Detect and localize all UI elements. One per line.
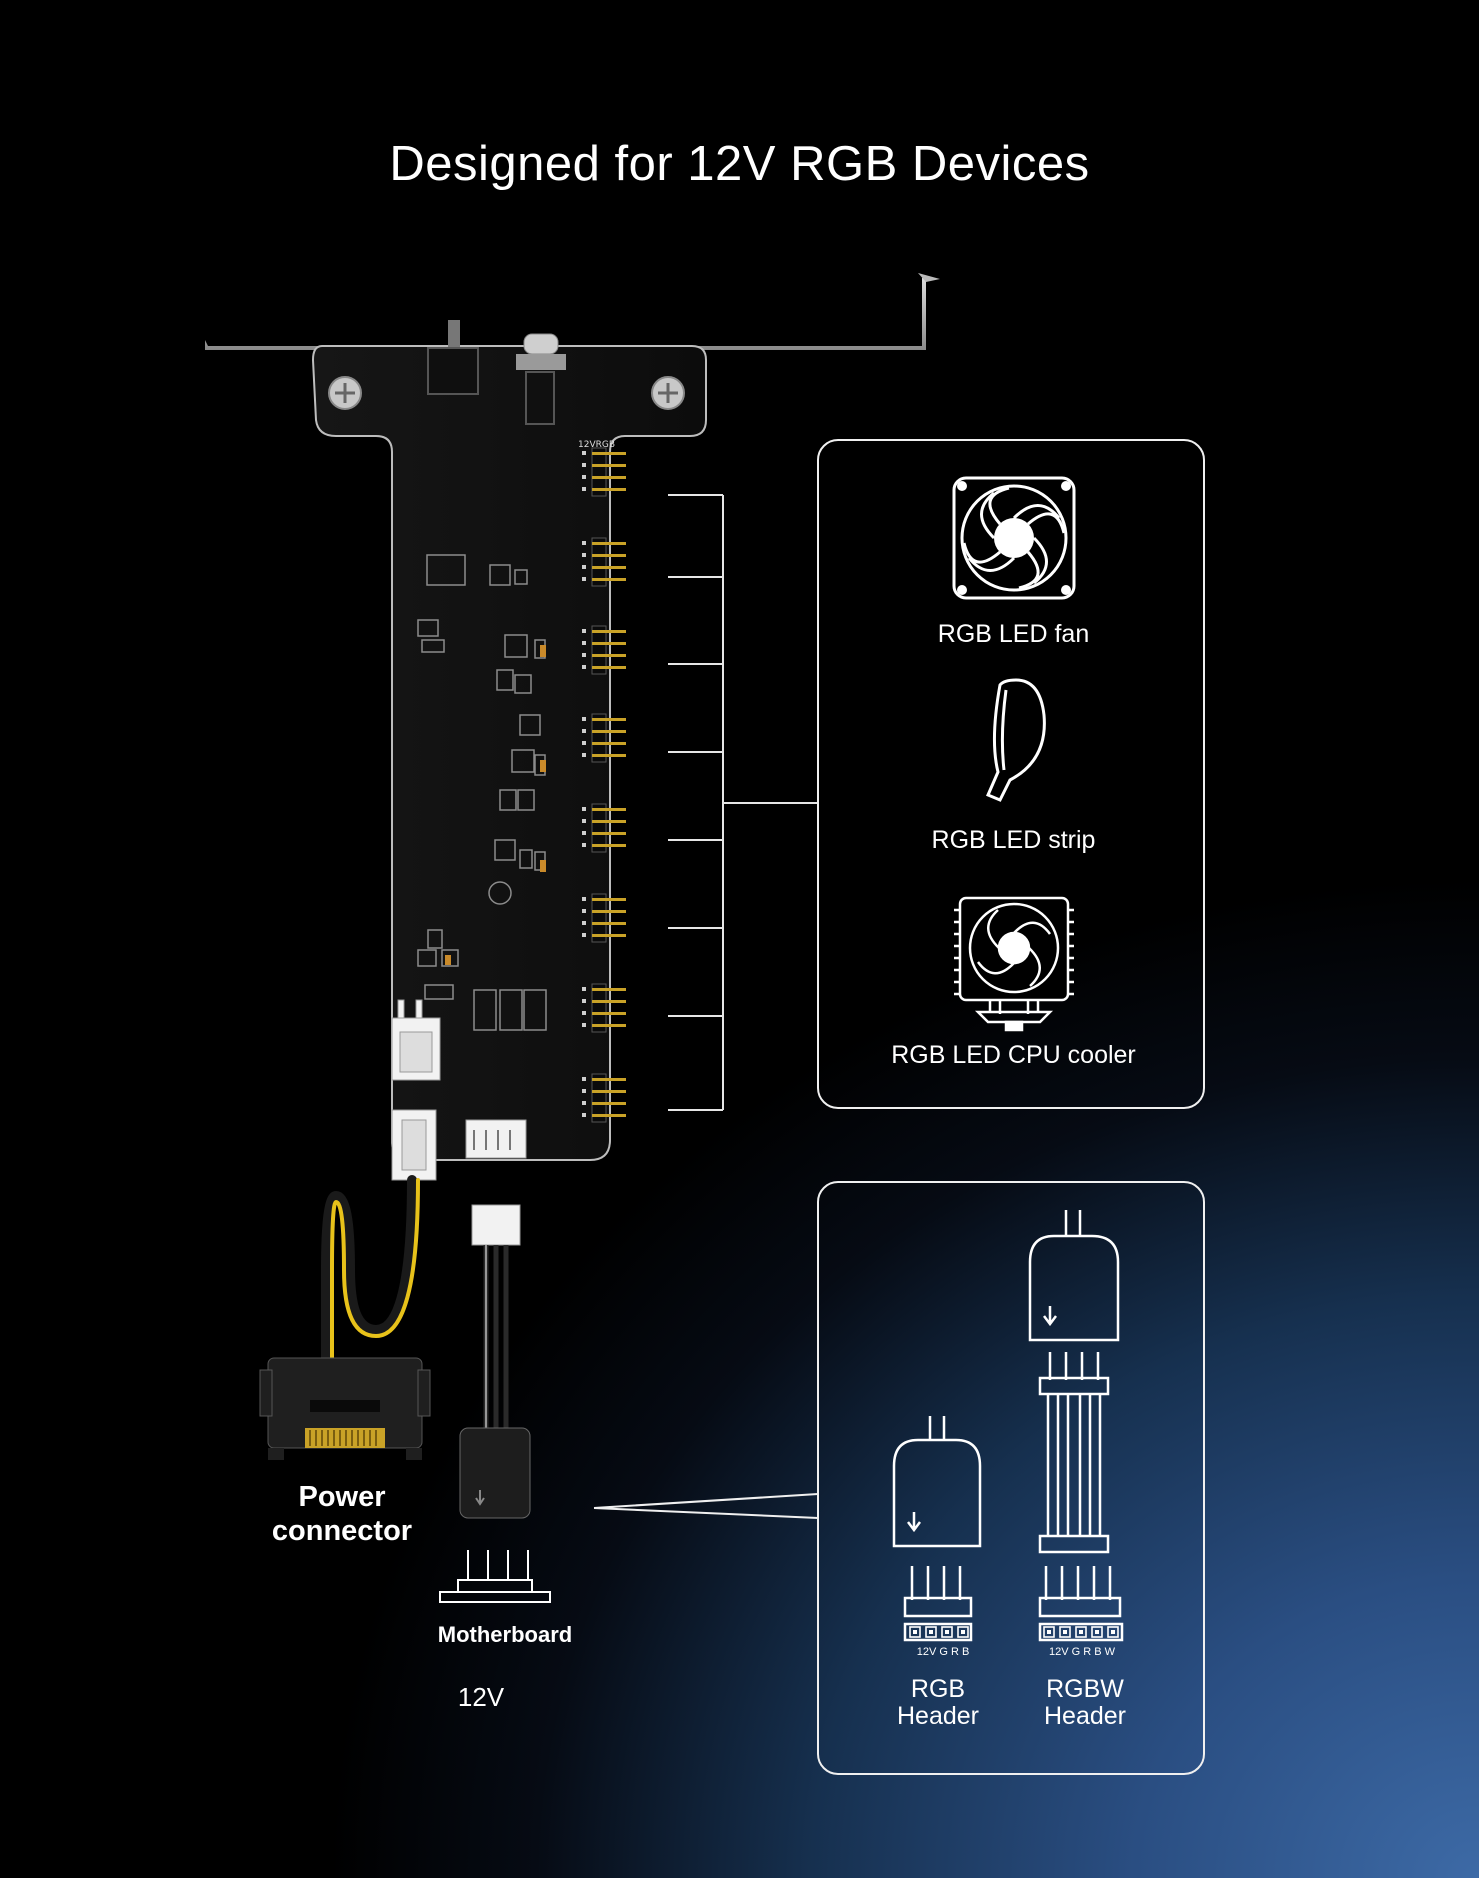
rgb-header-label: RGB Header (876, 1676, 1000, 1730)
device-label-strip: RGB LED strip (931, 826, 1096, 854)
rgb-pin-labels: 12V G R B (916, 1646, 970, 1658)
devices-panel (817, 439, 1205, 1109)
output-header (582, 447, 626, 497)
output-header (582, 537, 626, 587)
power-connector-label-line2: connector (271, 1515, 413, 1547)
pcb-board (311, 345, 707, 1161)
rgb-led-fan-icon (952, 476, 1076, 600)
motherboard-label: Motherboard (437, 1622, 573, 1647)
pcie-bracket (205, 273, 940, 350)
screw-icon (651, 376, 685, 410)
output-header (582, 803, 626, 853)
header-connection-lines (668, 494, 818, 1111)
device-label-fan: RGB LED fan (937, 620, 1090, 648)
screw-icon (328, 376, 362, 410)
output-header (582, 983, 626, 1033)
output-header (582, 893, 626, 943)
rgbw-pin-labels: 12V G R B W (1048, 1646, 1116, 1658)
sata-power-connector-icon (259, 1357, 431, 1460)
rgb-output-headers (582, 447, 626, 1123)
rgbw-header-label-line2: Header (1044, 1702, 1126, 1730)
power-connector-label: Power connector (250, 1480, 434, 1548)
header-panel-pointer (593, 1493, 819, 1519)
rgb-led-strip-icon (986, 678, 1046, 802)
rgbw-header-icon (1028, 1210, 1124, 1642)
silkscreen-label: 12VRGB (578, 440, 615, 450)
output-header (582, 1073, 626, 1123)
page-title: Designed for 12V RGB Devices (389, 137, 1090, 191)
power-connector-label-line1: Power (298, 1481, 386, 1513)
rgbw-header-label-line1: RGBW (1046, 1675, 1124, 1703)
rgb-header-label-line2: Header (897, 1702, 979, 1730)
device-label-cpu-cooler: RGB LED CPU cooler (891, 1041, 1136, 1069)
reset-button (427, 320, 479, 395)
output-header (582, 713, 626, 763)
output-header (582, 625, 626, 675)
power-input-connector (391, 999, 441, 1181)
rgb-led-cpu-cooler-icon (954, 896, 1074, 1032)
capacitor (445, 645, 546, 965)
headers-panel (817, 1181, 1205, 1775)
motherboard-header-icon (439, 1550, 551, 1603)
rgb-header-label-line1: RGB (910, 1675, 966, 1703)
rgbw-header-label: RGBW Header (1020, 1676, 1150, 1730)
mount-post (516, 333, 566, 425)
motherboard-cable (459, 1245, 531, 1519)
motherboard-input-header (465, 1119, 527, 1246)
rgb-header-icon (892, 1416, 982, 1642)
voltage-label: 12V (457, 1682, 505, 1712)
sata-power-cable (321, 1175, 420, 1370)
pcb-components (417, 554, 547, 1031)
